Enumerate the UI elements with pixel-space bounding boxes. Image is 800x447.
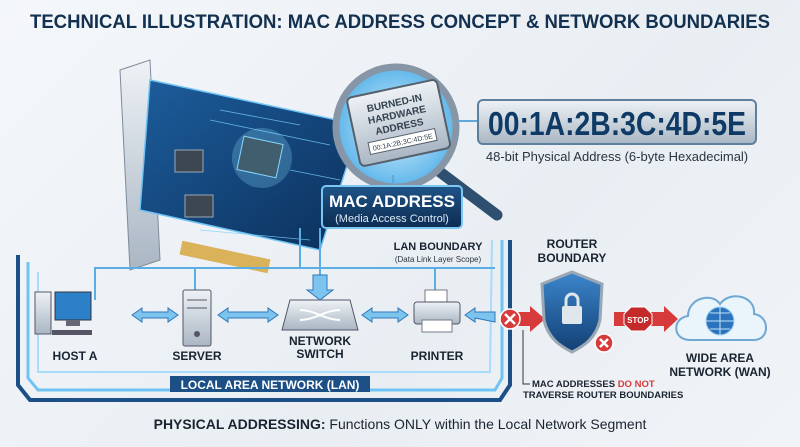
server-icon: [182, 289, 212, 347]
footer-caption: PHYSICAL ADDRESSING: Functions ONLY with…: [154, 416, 647, 432]
wan-label: WIDE AREA: [686, 351, 755, 365]
switch-label: SWITCH: [296, 347, 343, 361]
printer-label: PRINTER: [411, 349, 464, 363]
lan-boundary-title: LAN BOUNDARY: [394, 241, 483, 253]
blocked-x-icon: [499, 306, 545, 332]
router-shield-lock-icon: [540, 270, 614, 354]
page-title: TECHNICAL ILLUSTRATION: MAC ADDRESS CONC…: [30, 12, 770, 33]
server-label: SERVER: [172, 349, 221, 363]
mac-address-subtitle: (Media Access Control): [335, 213, 449, 225]
wan-cloud-globe-icon: [675, 295, 767, 341]
ethernet-port-icon: [174, 149, 204, 173]
magnifying-glass-icon: BURNED-IN HARDWARE ADDRESS 00:1A:2B:3C:4…: [332, 63, 503, 221]
mac-address-label-box: [321, 185, 463, 229]
router-boundary-label: BOUNDARY: [538, 251, 607, 265]
router-note: TRAVERSE ROUTER BOUNDARIES: [523, 390, 683, 401]
router-note: MAC ADDRESSES DO NOT: [532, 379, 655, 390]
host-computer-icon: [34, 291, 92, 335]
chip-icon: [236, 135, 284, 179]
wan-label: NETWORK (WAN): [669, 365, 770, 379]
network-interface-card: [119, 59, 361, 274]
printer-icon: [413, 289, 461, 333]
lan-label-bg: [170, 376, 370, 392]
stop-label: STOP: [627, 316, 649, 325]
lan-connection-arrows: [131, 274, 496, 323]
mac-address-display: [477, 99, 757, 145]
stop-sign-icon: STOP: [614, 306, 678, 332]
lan-boundary-subtitle: (Data Link Layer Scope): [395, 255, 482, 264]
host-a-label: HOST A: [53, 349, 98, 363]
switch-label: NETWORK: [289, 334, 351, 348]
mac-address-title: MAC ADDRESS: [329, 192, 455, 211]
network-switch-icon: [281, 299, 359, 331]
lan-label: LOCAL AREA NETWORK (LAN): [181, 378, 360, 392]
router-boundary-label: ROUTER: [547, 237, 598, 251]
mac-address-caption: 48-bit Physical Address (6-byte Hexadeci…: [486, 149, 748, 164]
pcie-connector: [179, 240, 271, 274]
mac-address-value: 00:1A:2B:3C:4D:5E: [488, 105, 746, 142]
ethernet-port-icon: [184, 194, 214, 218]
